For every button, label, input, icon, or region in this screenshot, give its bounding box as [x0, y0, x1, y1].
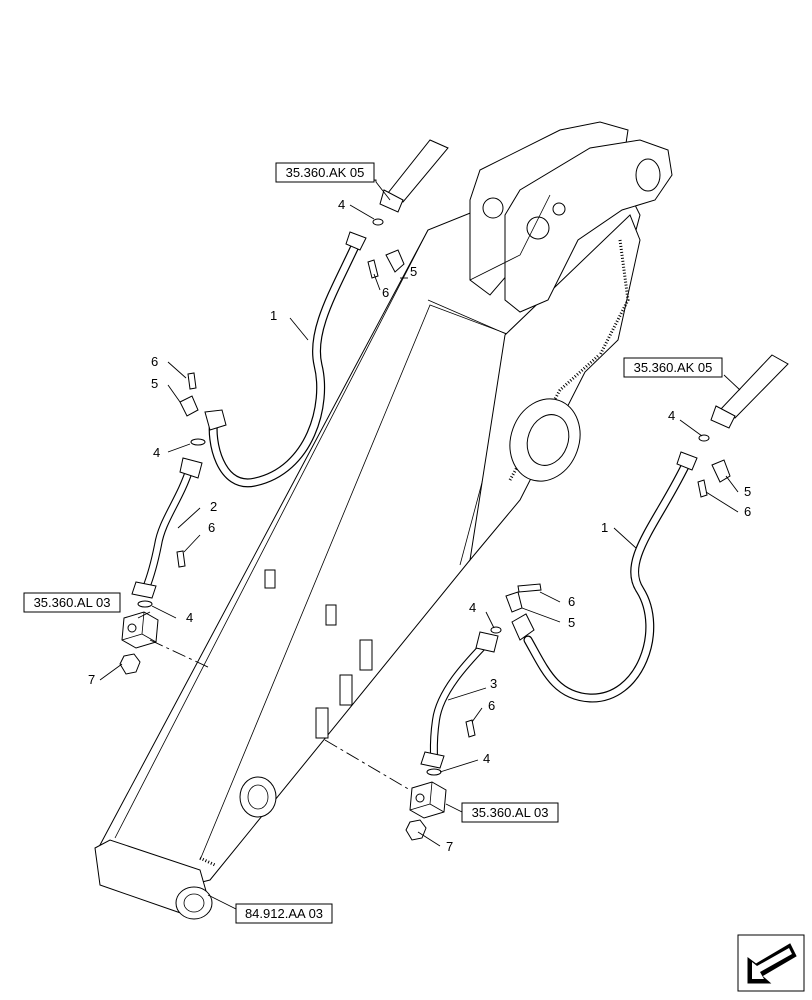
- callout-4-low-right: 4: [483, 751, 490, 766]
- hose-1-left: [204, 231, 367, 488]
- callout-numbers: 4 5 6 1 6 5 4 2 6 4 7 4 5 6 1 4 6 5 3 6 …: [88, 197, 751, 854]
- leader-lines: [99, 179, 741, 913]
- callout-7-right: 7: [446, 839, 453, 854]
- pivot-boss: [509, 398, 581, 482]
- clip-block-2: [325, 604, 337, 626]
- ref-box-ak05-right[interactable]: 35.360.AK 05: [623, 357, 723, 378]
- bolt-6-mid-right: [517, 583, 542, 593]
- o-ring-4-low-left: [137, 600, 153, 608]
- bolt-6-top-right: [697, 479, 708, 498]
- o-ring-4-mid-right: [490, 626, 502, 634]
- callout-4-low-left: 4: [186, 610, 193, 625]
- boom-arm: [94, 121, 673, 920]
- clip-block-1: [264, 569, 276, 589]
- callout-6-low-right: 6: [488, 698, 495, 713]
- elbow-fitting-5-top-left: [385, 249, 405, 273]
- callout-5-mid-right: 5: [568, 615, 575, 630]
- nut-7-left: [119, 653, 141, 675]
- callout-5-mid-left: 5: [151, 376, 158, 391]
- elbow-fitting-5-mid-left: [179, 395, 199, 417]
- bolt-6-mid-left: [187, 372, 197, 390]
- ref-label-aa03-bottom[interactable]: 84.912.AA 03: [245, 906, 323, 921]
- right-supply-pipe: [710, 354, 789, 429]
- o-ring-4-low-right: [426, 768, 442, 776]
- bolt-6-low-left: [176, 550, 186, 568]
- ref-label-ak05-right[interactable]: 35.360.AK 05: [634, 360, 713, 375]
- ref-box-al03-left[interactable]: 35.360.AL 03: [23, 592, 121, 613]
- tube-3: [420, 631, 499, 769]
- o-ring-4-mid-left: [190, 438, 206, 446]
- callout-4-mid-right: 4: [469, 600, 476, 615]
- ref-label-ak05-left[interactable]: 35.360.AK 05: [286, 165, 365, 180]
- clip-block-5: [315, 707, 329, 739]
- lower-boss: [239, 776, 277, 818]
- view-direction-arrow-icon[interactable]: [737, 934, 805, 992]
- elbow-fitting-5-top-right: [711, 459, 731, 483]
- boom-head-clevis: [469, 121, 673, 313]
- clip-block-4: [339, 674, 353, 706]
- centerline-left: [149, 639, 211, 669]
- nut-7-right: [405, 819, 427, 841]
- callout-1-lower: 1: [601, 520, 608, 535]
- callout-4-mid-left: 4: [153, 445, 160, 460]
- callout-4-top-right: 4: [668, 408, 675, 423]
- o-ring-4-top-left: [372, 218, 384, 226]
- callout-6-mid-left: 6: [151, 354, 158, 369]
- callout-5-top-left: 5: [410, 264, 417, 279]
- left-supply-pipe: [379, 139, 449, 213]
- callout-6-top-right: 6: [744, 504, 751, 519]
- callout-6-low-left: 6: [208, 520, 215, 535]
- hose-1-right: [511, 451, 698, 703]
- bolt-6-low-right: [465, 719, 476, 738]
- callout-2: 2: [210, 499, 217, 514]
- ref-box-aa03-bottom[interactable]: 84.912.AA 03: [235, 903, 333, 924]
- bolt-6-top-left: [367, 259, 379, 279]
- callout-1-upper: 1: [270, 308, 277, 323]
- clip-block-3: [359, 639, 373, 671]
- o-ring-4-top-right: [698, 434, 710, 442]
- boom-foot: [94, 839, 216, 920]
- callout-3: 3: [490, 676, 497, 691]
- ref-label-al03-left[interactable]: 35.360.AL 03: [34, 595, 111, 610]
- valve-block-left: [121, 611, 159, 649]
- callout-6-top-left: 6: [382, 285, 389, 300]
- elbow-fitting-5-mid-right: [505, 591, 523, 613]
- callout-5-top-right: 5: [744, 484, 751, 499]
- ref-label-al03-right[interactable]: 35.360.AL 03: [472, 805, 549, 820]
- centerline-right: [324, 739, 411, 791]
- callout-4-top-left: 4: [338, 197, 345, 212]
- tube-2: [131, 457, 203, 599]
- ref-box-ak05-left[interactable]: 35.360.AK 05: [275, 162, 375, 183]
- ref-box-al03-right[interactable]: 35.360.AL 03: [461, 802, 559, 823]
- callout-6-mid-right: 6: [568, 594, 575, 609]
- valve-block-right: [409, 781, 447, 819]
- callout-7-left: 7: [88, 672, 95, 687]
